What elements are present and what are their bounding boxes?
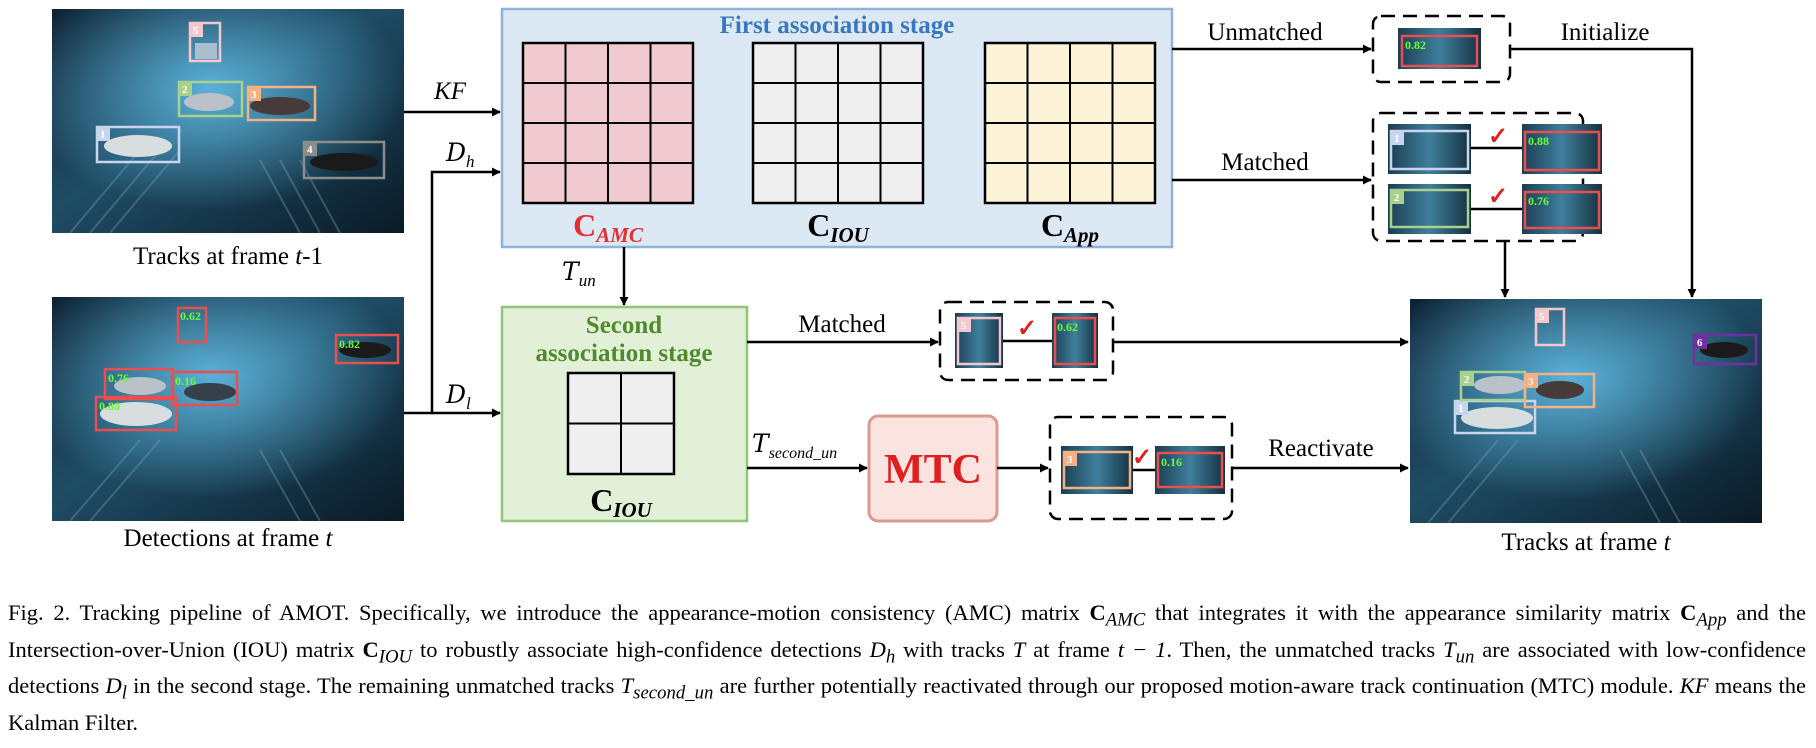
final-track-id-1: 1 [1458,403,1464,415]
label-tsecond: Tsecond_un [752,429,837,462]
amc-matrix: CAMC [521,41,695,247]
app-matrix-label: CApp [1041,207,1099,247]
tracks-now-label: Tracks at frame t [1501,529,1671,556]
match2-track-id: 2 [1394,192,1400,204]
label-tun: Tun [562,257,596,290]
first-association-stage: First association stage CAMC CIOU CAp [500,7,1174,249]
tracks-prev-frame: 1 2 3 4 5 [52,9,404,234]
detection-score-2: 0.76 [108,371,129,385]
detection-score-4: 0.82 [339,337,360,351]
label-matched-top: Matched [1221,149,1309,176]
match2-check: ✓ [1488,184,1508,210]
track-box-4 [302,140,386,180]
match1-track-id: 1 [1394,133,1400,145]
match1-check: ✓ [1488,124,1508,150]
iou-matrix-second: CIOU [566,371,676,522]
second-match-score: 0.62 [1057,320,1078,334]
track-box-2 [177,80,244,118]
track-id-4: 4 [307,144,313,156]
iou-matrix-first-label: CIOU [807,207,870,247]
track-id-3: 3 [251,89,257,101]
arrow-initialize [1510,47,1697,298]
figure-caption: Fig. 2. Tracking pipeline of AMOT. Speci… [8,600,1806,735]
final-track-id-3: 3 [1528,376,1534,388]
first-stage-title: First association stage [720,12,955,39]
detection-score-1: 0.88 [99,399,120,413]
match2-score: 0.76 [1528,194,1549,208]
second-association-stage: Second association stage CIOU [500,305,749,523]
final-track-id-2: 2 [1464,374,1470,386]
iou-matrix-first: CIOU [751,41,925,247]
label-kf: KF [433,78,467,105]
detections-frame: 0.88 0.76 0.16 0.82 0.62 [52,297,404,522]
tracks-prev-label: Tracks at frame t-1 [133,243,323,270]
detection-box-3 [170,370,239,407]
track-id-2: 2 [182,84,188,96]
mtc-label: MTC [884,447,982,493]
final-track-box-3 [1523,372,1596,409]
detection-score-3: 0.16 [175,374,196,388]
second-stage-title-line2: association stage [535,340,712,367]
second-match-check: ✓ [1017,316,1037,342]
final-track-id-5: 5 [1539,311,1545,323]
final-track-box-5 [1534,307,1566,347]
detection-box-5 [176,306,208,344]
label-matched-mid: Matched [798,311,886,338]
second-stage-match: 5 ✓ 0.62 [938,300,1115,382]
track-id-5: 5 [193,25,199,37]
unmatched-detection-crop: 0.82 [1371,14,1512,84]
label-dl: Dl [445,380,471,413]
flow-arrows [404,44,1697,473]
detections-label: Detections at frame t [124,525,334,552]
label-dh: Dh [445,138,475,171]
second-stage-title-line1: Second [586,312,663,339]
arrow-dh [404,167,501,415]
tracks-now-frame: 1 2 3 5 6 [1410,299,1762,524]
app-matrix: CApp [983,41,1157,247]
mtc-module: MTC [867,414,999,523]
pipeline-diagram: 1 2 3 4 5 Tracks at frame t-1 0.88 0.76 … [52,7,1762,556]
amc-matrix-label: CAMC [573,207,644,247]
track-id-1: 1 [100,129,106,141]
match1-score: 0.88 [1528,134,1549,148]
reactivate-score: 0.16 [1161,455,1182,469]
track-box-3 [246,85,317,122]
first-stage-matches: 1 ✓ 0.88 2 ✓ 0.76 [1371,111,1602,243]
label-initialize: Initialize [1561,19,1650,46]
iou-matrix-second-label: CIOU [590,482,653,522]
detection-box-1 [94,395,178,432]
track-box-5 [188,21,222,63]
second-match-track-id: 5 [961,320,967,332]
detection-box-4 [334,333,400,365]
label-unmatched: Unmatched [1207,19,1323,46]
reactivate-track-id: 3 [1067,454,1073,466]
track-box-1 [95,125,181,164]
final-track-id-6: 6 [1697,337,1703,349]
final-track-box-6 [1692,333,1758,366]
reactivate-check: ✓ [1132,445,1152,471]
label-reactivate: Reactivate [1268,435,1374,462]
detection-score-5: 0.62 [180,309,201,323]
unmatched-crop-score: 0.82 [1405,38,1426,52]
mtc-reactivation-match: 3 ✓ 0.16 [1048,415,1234,521]
